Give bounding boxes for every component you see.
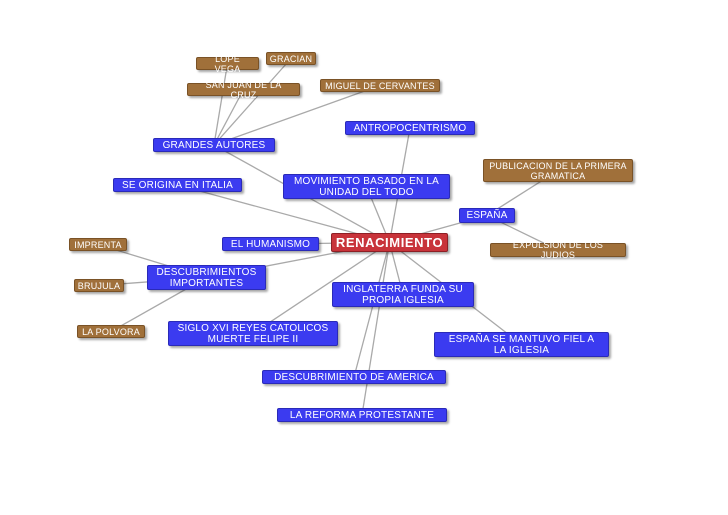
node-la-polvora[interactable]: LA POLVORA bbox=[77, 325, 145, 338]
link-central-america bbox=[353, 242, 391, 378]
node-brujula[interactable]: BRUJULA bbox=[74, 279, 124, 292]
node-imprenta[interactable]: IMPRENTA bbox=[69, 238, 127, 251]
link-grandes_autores-san_juan bbox=[213, 89, 245, 146]
node-la-reforma-protestante[interactable]: LA REFORMA PROTESTANTE bbox=[277, 408, 447, 422]
link-central-origina_italia bbox=[177, 184, 390, 244]
node-siglo-xvi-reyes-catolicos[interactable]: SIGLO XVI REYES CATOLICOS MUERTE FELIPE … bbox=[168, 321, 338, 346]
node-miguel-de-cervantes[interactable]: MIGUEL DE CERVANTES bbox=[320, 79, 440, 92]
node-grandes-autores[interactable]: GRANDES AUTORES bbox=[153, 138, 275, 152]
node-antropocentrismo[interactable]: ANTROPOCENTRISMO bbox=[345, 121, 475, 135]
node-se-origina-en-italia[interactable]: SE ORIGINA EN ITALIA bbox=[113, 178, 242, 192]
node-descubrimientos-importantes[interactable]: DESCUBRIMIENTOS IMPORTANTES bbox=[147, 265, 266, 290]
node-movimiento-basado-unidad-del-todo[interactable]: MOVIMIENTO BASADO EN LA UNIDAD DEL TODO bbox=[283, 174, 450, 199]
node-gracian[interactable]: GRACIAN bbox=[266, 52, 316, 65]
link-central-siglo_xvi bbox=[252, 241, 390, 335]
node-expulsion-de-los-judios[interactable]: EXPULSION DE LOS JUDIOS bbox=[490, 240, 626, 260]
node-san-juan-de-la-cruz[interactable]: SAN JUAN DE LA CRUZ bbox=[187, 80, 300, 100]
node-publicacion-primera-gramatica[interactable]: PUBLICACION DE LA PRIMERA GRAMATICA bbox=[483, 159, 633, 182]
link-grandes_autores-gracian bbox=[213, 58, 292, 146]
node-espana[interactable]: ESPAÑA bbox=[459, 208, 515, 223]
node-inglaterra-funda-su-propia-iglesia[interactable]: INGLATERRA FUNDA SU PROPIA IGLESIA bbox=[332, 282, 474, 307]
link-grandes_autores-lope_vega bbox=[213, 63, 229, 146]
link-central-reforma bbox=[361, 242, 391, 416]
central-node-renacimiento[interactable]: RENACIMIENTO bbox=[331, 233, 448, 252]
node-el-humanismo[interactable]: EL HUMANISMO bbox=[222, 237, 319, 251]
node-espana-se-mantuvo-fiel[interactable]: ESPAÑA SE MANTUVO FIEL A LA IGLESIA bbox=[434, 332, 609, 357]
node-descubrimiento-de-america[interactable]: DESCUBRIMIENTO DE AMERICA bbox=[262, 370, 446, 384]
link-grandes_autores-cervantes bbox=[213, 84, 381, 146]
node-lope-vega[interactable]: LOPE VEGA bbox=[196, 54, 259, 74]
